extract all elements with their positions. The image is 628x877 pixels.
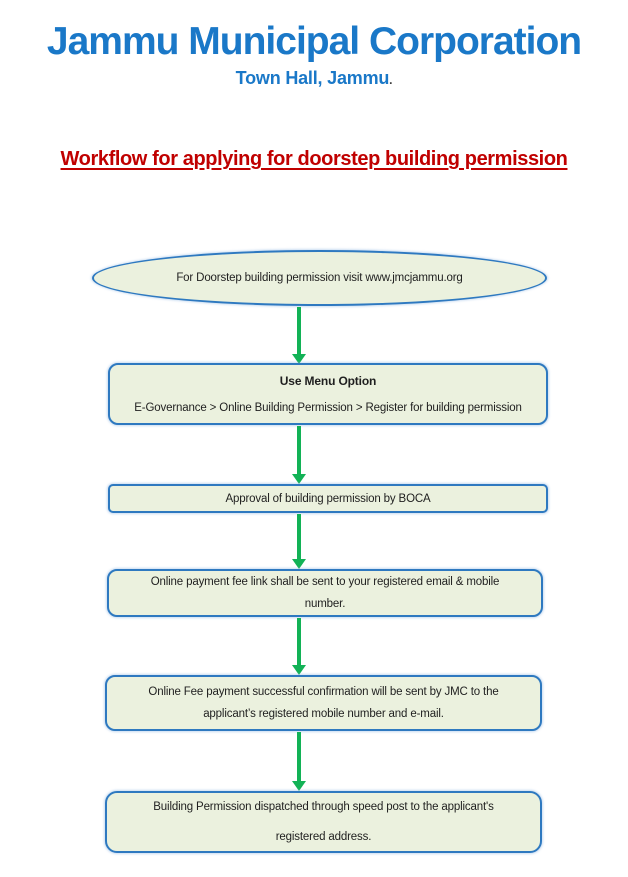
page-title: Jammu Municipal Corporation xyxy=(46,20,582,63)
arrow-head xyxy=(292,665,306,675)
subtitle-period: . xyxy=(389,73,393,87)
flow-node-boca-approval: Approval of building permission by BOCA xyxy=(108,484,548,513)
arrow-head xyxy=(292,781,306,791)
arrow-shaft xyxy=(297,732,301,783)
flow-node-payment-confirmation: Online Fee payment successful confirmati… xyxy=(105,675,542,731)
down-arrow-icon xyxy=(292,514,306,569)
flow-node-title: Use Menu Option xyxy=(279,374,377,388)
down-arrow-icon xyxy=(292,732,306,791)
flow-node-text-line: Building Permission dispatched through s… xyxy=(153,801,494,813)
arrow-shaft xyxy=(297,426,301,476)
flow-node-text-line: number. xyxy=(304,598,346,610)
flow-node-text: For Doorstep building permission visit w… xyxy=(176,272,463,284)
flow-node-text-line: registered address. xyxy=(275,831,372,843)
flow-node-dispatch: Building Permission dispatched through s… xyxy=(105,791,542,853)
down-arrow-icon xyxy=(292,618,306,675)
down-arrow-icon xyxy=(292,307,306,364)
arrow-head xyxy=(292,474,306,484)
flow-node-payment-link: Online payment fee link shall be sent to… xyxy=(107,569,543,617)
page-subtitle: Town Hall, Jammu. xyxy=(0,68,628,89)
arrow-shaft xyxy=(297,307,301,356)
arrow-shaft xyxy=(297,514,301,561)
flow-node-text-line: Online payment fee link shall be sent to… xyxy=(150,576,500,588)
flow-node-menu-option: Use Menu Option E-Governance > Online Bu… xyxy=(108,363,548,425)
flow-node-text: Approval of building permission by BOCA xyxy=(225,492,431,505)
flow-node-visit-website: For Doorstep building permission visit w… xyxy=(92,250,547,306)
flow-node-text-line: applicant’s registered mobile number and… xyxy=(203,708,444,720)
arrow-head xyxy=(292,354,306,364)
subtitle-text: Town Hall, Jammu xyxy=(235,68,390,88)
down-arrow-icon xyxy=(292,426,306,484)
flow-node-text: E-Governance > Online Building Permissio… xyxy=(134,402,522,414)
arrow-head xyxy=(292,559,306,569)
arrow-shaft xyxy=(297,618,301,667)
workflow-heading: Workflow for applying for doorstep build… xyxy=(60,148,568,170)
flow-node-text-line: Online Fee payment successful confirmati… xyxy=(148,686,499,698)
